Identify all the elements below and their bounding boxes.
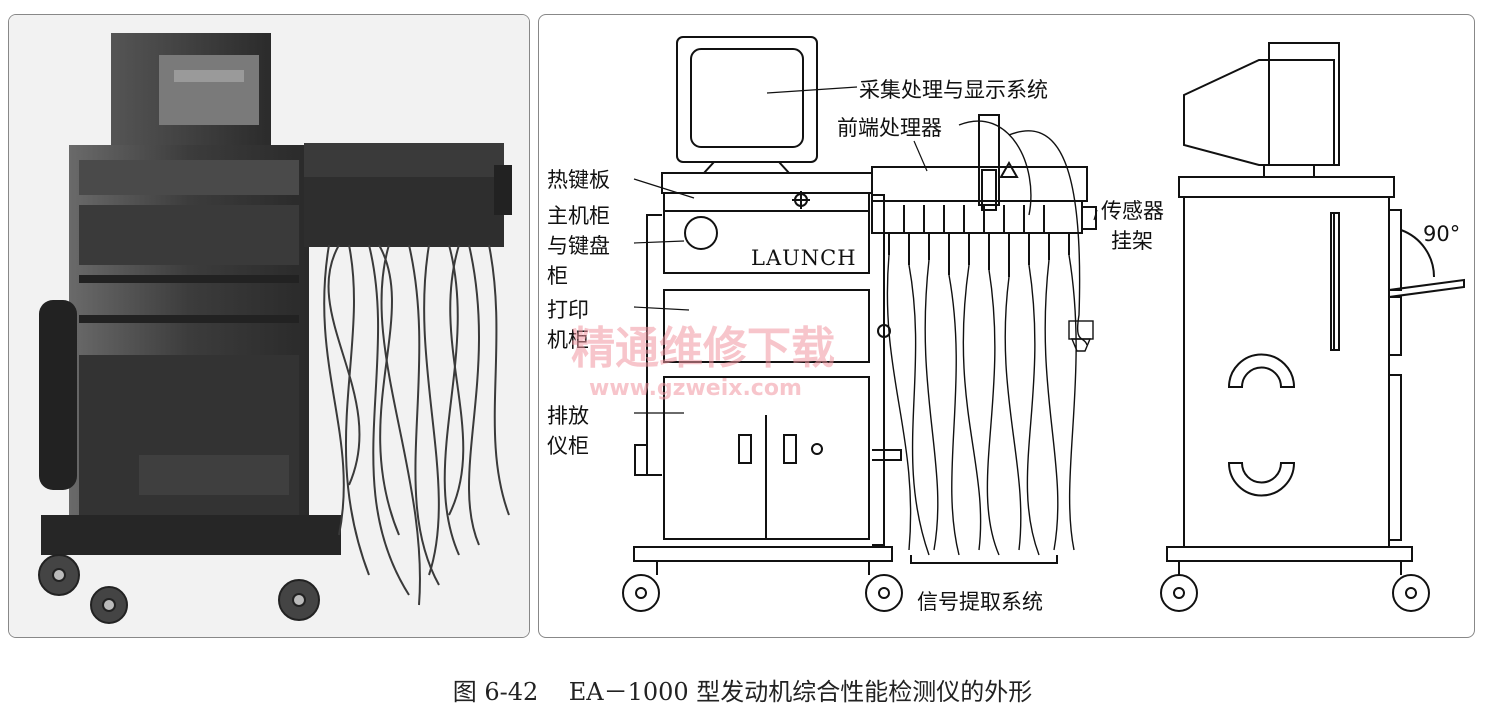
figure-caption: 图 6-42 EA－1000 型发动机综合性能检测仪的外形 <box>452 678 1033 706</box>
label-emission-2: 仪柜 <box>547 434 589 458</box>
label-host-cabinet-1: 主机柜 <box>547 204 610 228</box>
photo-front-end <box>304 143 512 247</box>
label-sensor-rack-1: 传感器 <box>1101 199 1164 223</box>
label-emission-1: 排放 <box>547 404 589 428</box>
label-host-cabinet-2: 与键盘 <box>547 234 610 258</box>
cabinet-front <box>633 172 902 575</box>
label-host-cabinet-3: 柜 <box>547 264 568 288</box>
photo-monitor <box>111 33 271 161</box>
label-sensor-rack-2: 挂架 <box>1111 229 1153 253</box>
wheels-front <box>622 574 903 612</box>
photo-panel <box>8 14 530 638</box>
photo-cabinet <box>39 145 341 555</box>
line-drawing-panel: 采集处理与显示系统 前端处理器 热键板 主机柜 与键盘 柜 打印 机柜 排放 仪… <box>538 14 1475 638</box>
analyzer-photo <box>9 15 529 637</box>
label-signal-system: 信号提取系统 <box>917 590 1043 614</box>
label-hotkey-board: 热键板 <box>547 168 610 192</box>
photo-wheels <box>38 554 320 624</box>
label-printer-1: 打印 <box>547 298 589 322</box>
signal-bracket <box>910 555 1058 564</box>
analyzer-line-drawing: 采集处理与显示系统 前端处理器 热键板 主机柜 与键盘 柜 打印 机柜 排放 仪… <box>547 36 1465 614</box>
label-acquisition-display: 采集处理与显示系统 <box>859 78 1048 102</box>
label-angle: 90° <box>1423 222 1460 246</box>
brand-launch: LAUNCH <box>751 246 857 270</box>
leader-lines <box>633 86 1098 414</box>
label-front-end-processor: 前端处理器 <box>837 116 942 140</box>
signal-cables <box>886 120 1094 556</box>
label-printer-2: 机柜 <box>547 328 589 352</box>
monitor-side <box>1183 42 1340 178</box>
photo-cables <box>323 244 510 606</box>
watermark-text: 精通维修下载 <box>571 323 835 374</box>
cabinet-side <box>1166 176 1465 575</box>
wheels-side <box>1160 574 1430 612</box>
watermark-url: www.gzweix.com <box>589 376 802 401</box>
front-end-processor <box>871 114 1097 277</box>
monitor-front <box>676 36 818 174</box>
